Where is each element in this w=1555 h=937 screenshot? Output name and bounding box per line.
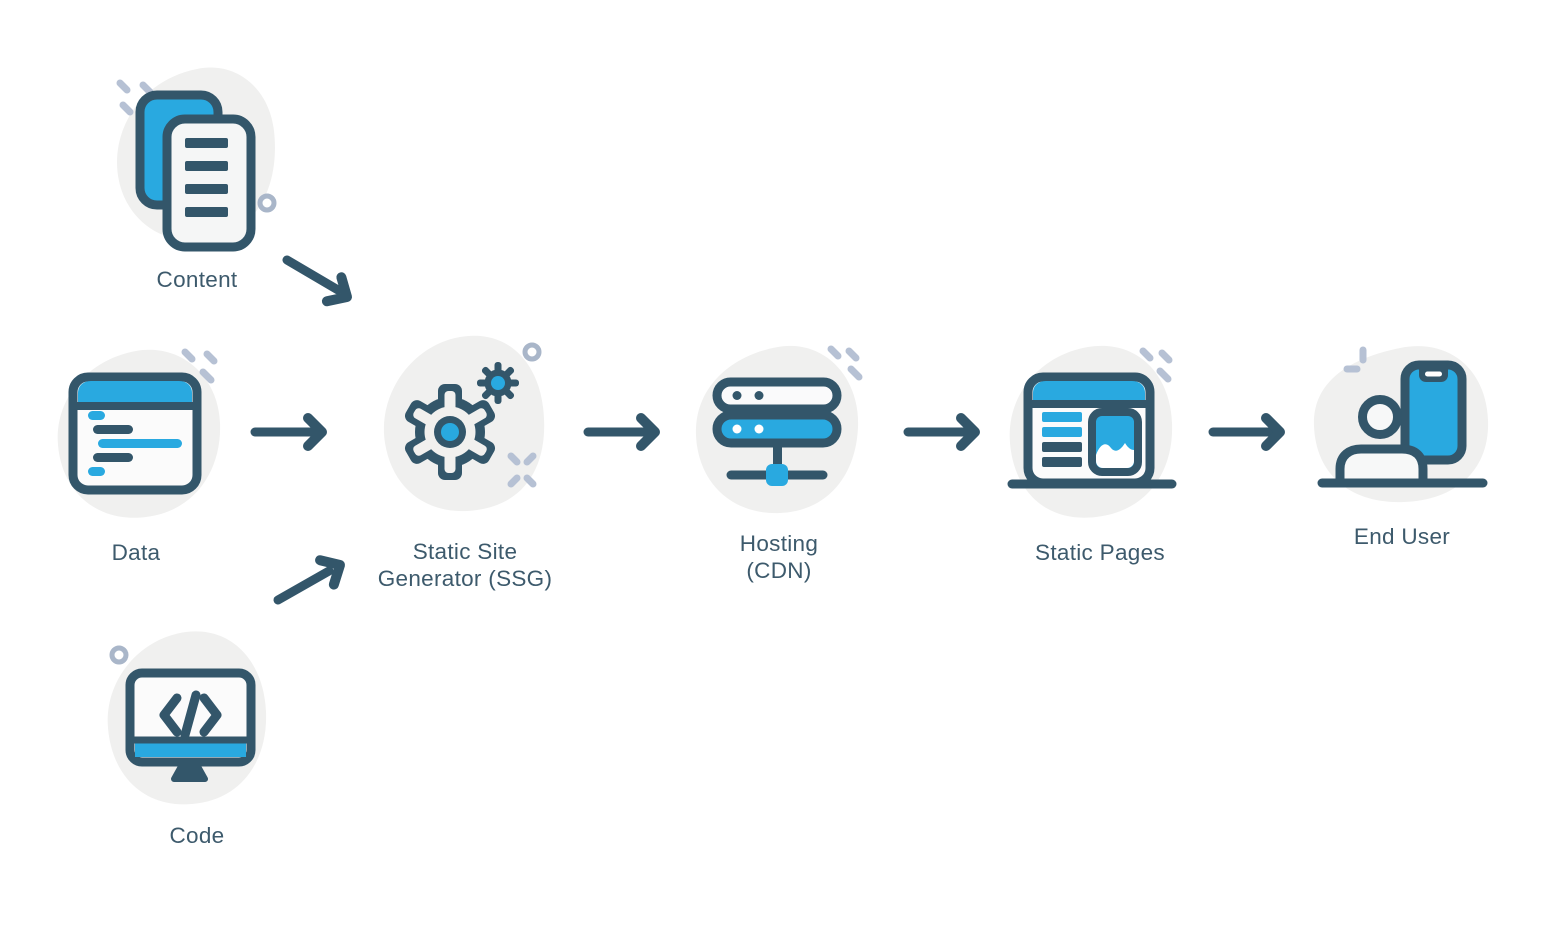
node-data [40, 335, 240, 535]
server-led [732, 424, 742, 434]
arrow-code-to-ssg [273, 555, 345, 605]
node-label-static-pages: Static Pages [1035, 540, 1165, 565]
arrow-ssg-to-hosting [583, 413, 660, 451]
person-head [1358, 395, 1402, 439]
node-static-pages [990, 333, 1190, 533]
node-label-data: Data [111, 540, 161, 565]
network-stem [773, 439, 782, 471]
sparkle-icon [116, 79, 154, 116]
dot-decoration [109, 645, 129, 665]
person-phone-icon [1313, 346, 1489, 503]
monitor-code-icon [107, 631, 267, 805]
arrow-content-to-ssg [282, 255, 352, 307]
sparkle-icon [1343, 346, 1367, 373]
browser-titlebar [1033, 381, 1145, 403]
server-bar-bottom [712, 410, 842, 448]
node-label-hosting: Hosting (CDN) [629, 530, 929, 584]
network-node [766, 464, 788, 486]
node-end-user [1300, 328, 1500, 528]
dot-decoration [522, 342, 542, 362]
server-icon [695, 345, 863, 514]
page-image-wave [1096, 443, 1134, 468]
arrow-static-pages-to-end-user [1208, 413, 1285, 451]
sparkle-cross-icon [507, 452, 537, 488]
server-led [754, 391, 764, 400]
code-lines [88, 411, 182, 476]
node-label-ssg-line1: Static Site [412, 539, 518, 564]
big-gear [404, 384, 496, 480]
node-label-hosting-line1: Hosting [739, 531, 819, 556]
code-window-icon [57, 348, 221, 518]
sparkle-icon [827, 345, 863, 381]
node-label-end-user: End User [1353, 524, 1451, 549]
sparkle-icon [1139, 347, 1173, 383]
node-ssg [365, 325, 565, 525]
node-label-content: Content [156, 267, 238, 292]
arrow-data-to-ssg [250, 413, 327, 451]
arrow-hosting-to-static-pages [903, 413, 980, 451]
phone [1400, 360, 1467, 465]
node-label-code: Code [169, 823, 225, 848]
node-code [88, 620, 288, 820]
dot-decoration [257, 193, 277, 213]
server-bar-top [712, 377, 842, 414]
gears-icon [383, 335, 545, 512]
server-led [732, 391, 742, 400]
document-text-lines [185, 138, 228, 217]
page-text-lines [1042, 412, 1082, 467]
browser-window-icon [1007, 345, 1177, 518]
node-label-ssg-line2: Generator (SSG) [377, 566, 553, 591]
window-titlebar [78, 381, 192, 404]
documents-icon [116, 67, 277, 252]
node-hosting [680, 333, 880, 533]
person-body [1335, 444, 1428, 488]
node-content [97, 55, 297, 255]
code-glyph [159, 690, 222, 740]
monitor-bar [135, 743, 246, 757]
phone-speaker [1425, 371, 1442, 377]
small-gear [477, 362, 519, 404]
node-label-hosting-line2: (CDN) [746, 558, 812, 583]
node-label-ssg: Static Site Generator (SSG) [315, 538, 615, 592]
server-led [754, 424, 764, 434]
sparkle-icon [181, 348, 218, 384]
